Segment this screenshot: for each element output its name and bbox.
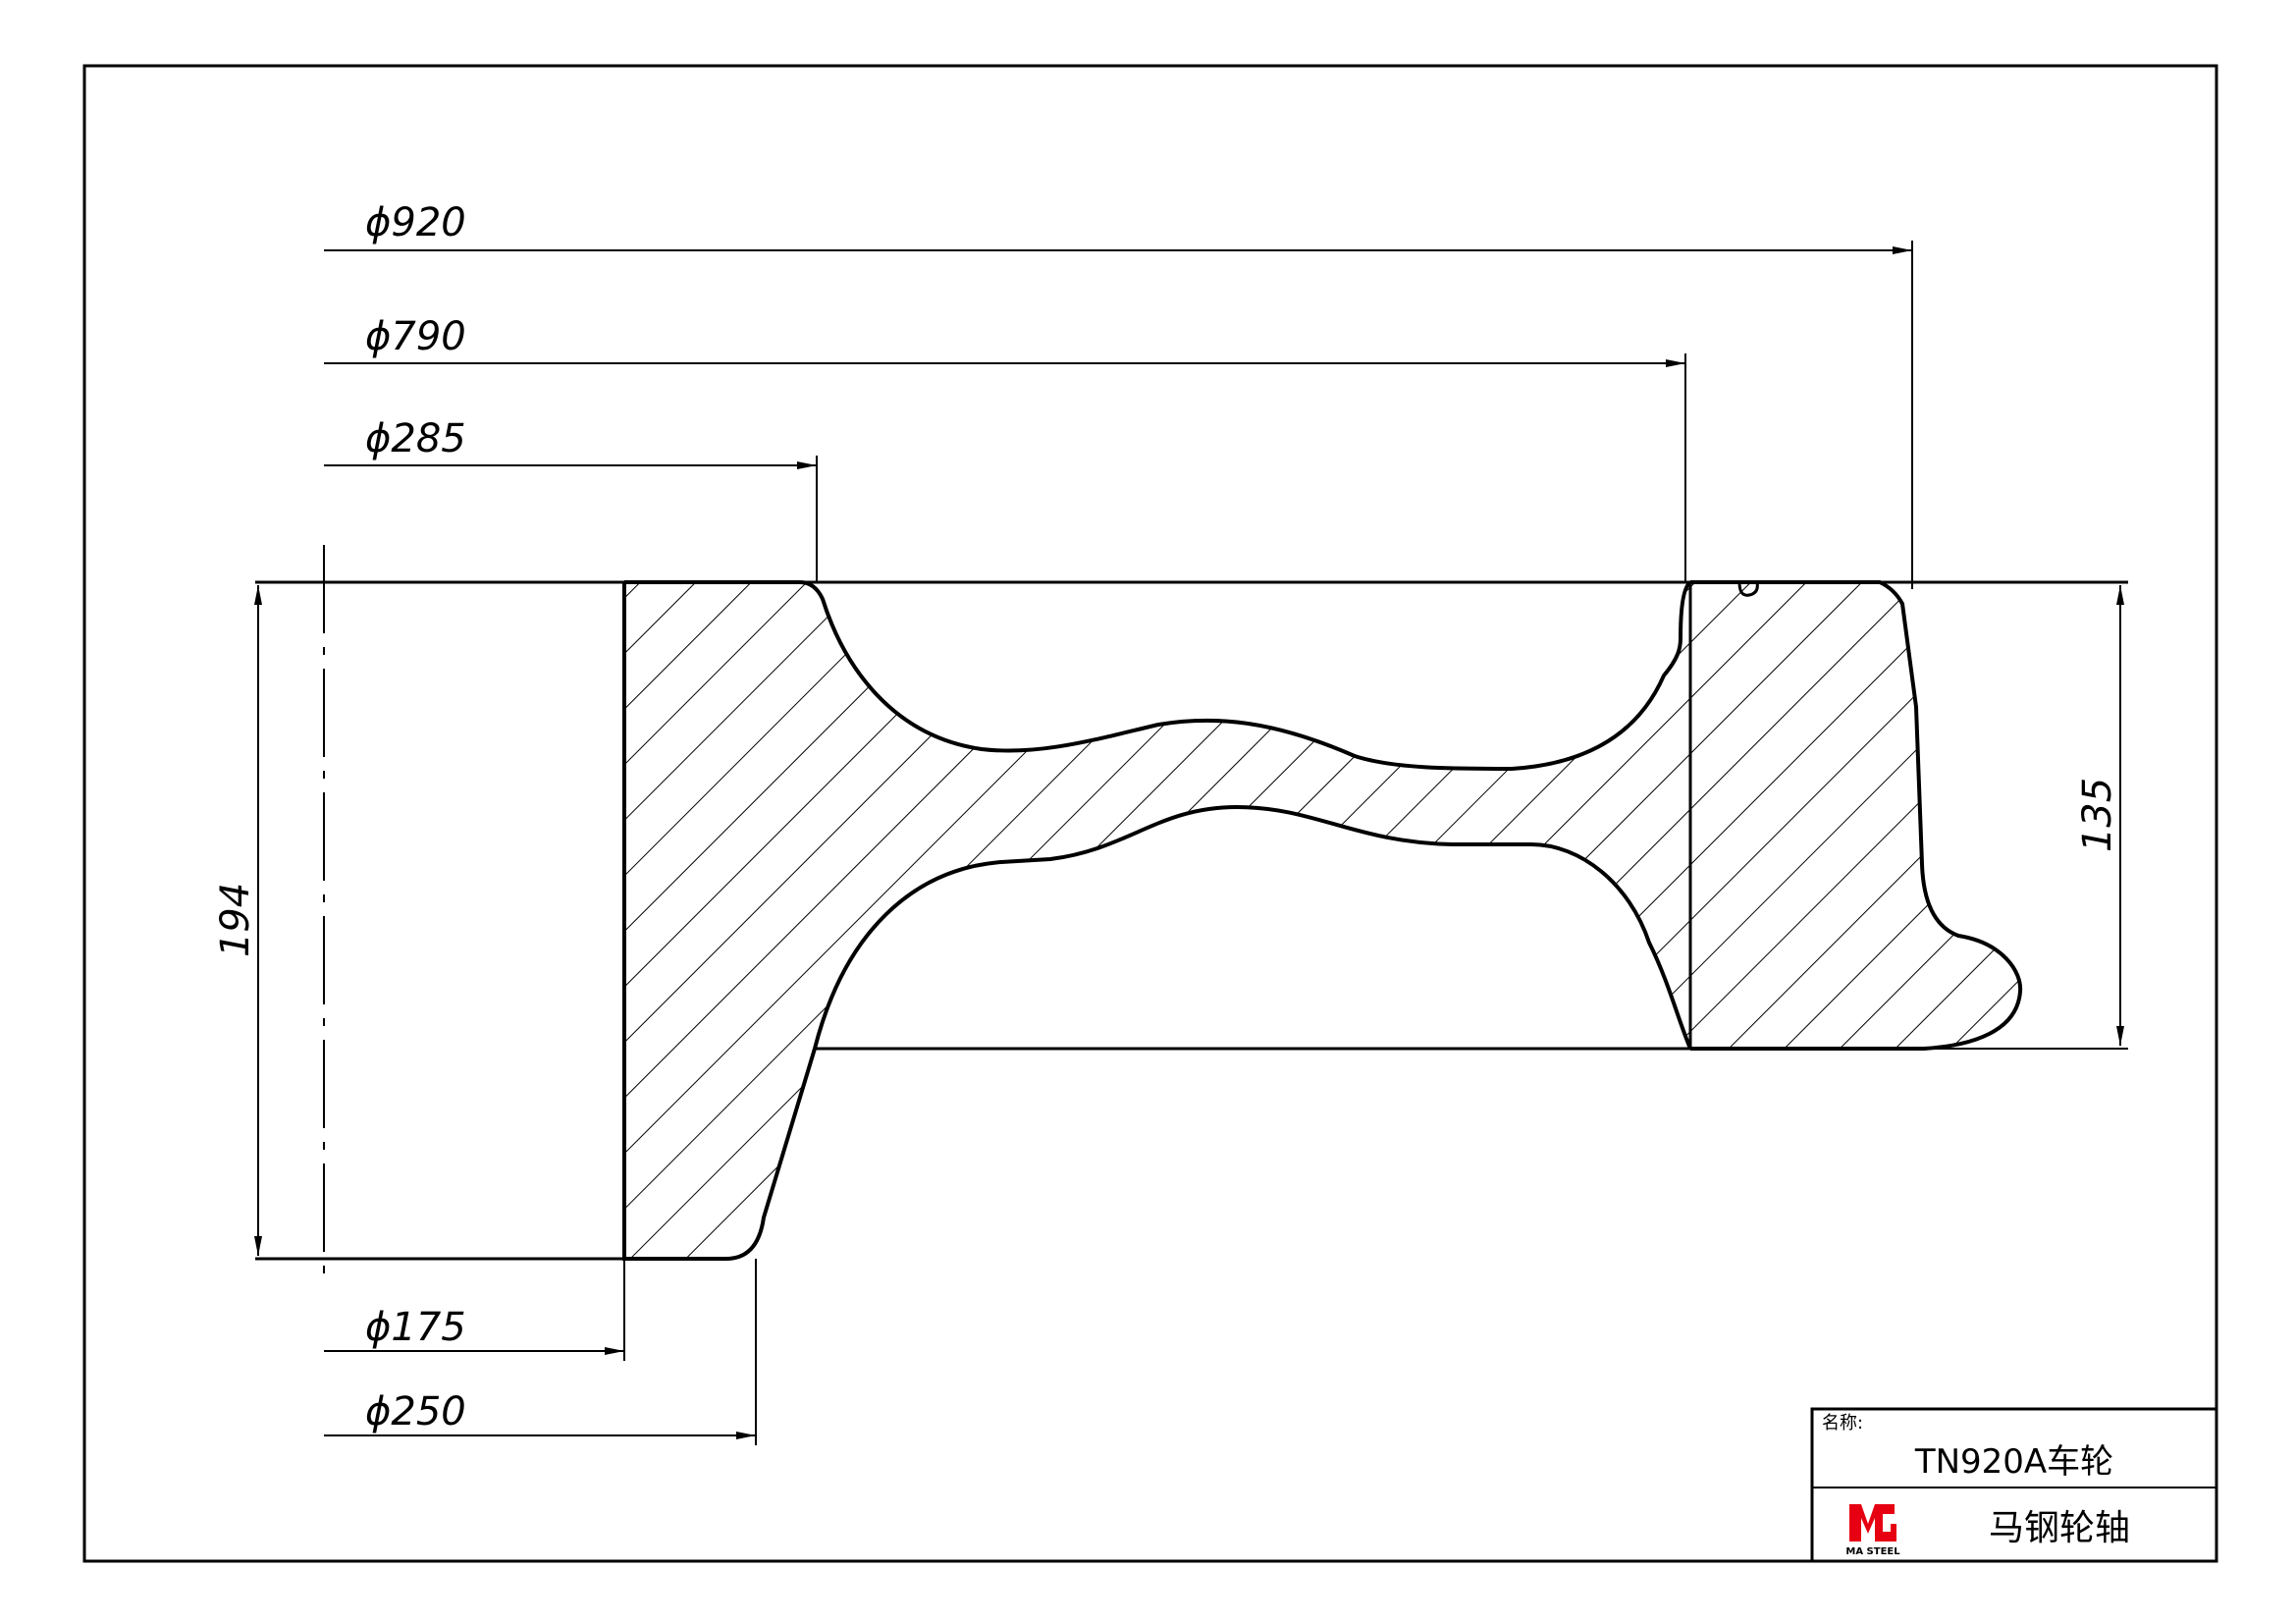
- dim-175-label: ϕ175: [365, 1305, 466, 1350]
- part-name: TN920A车轮: [1914, 1442, 2113, 1482]
- dim-135: 135: [2075, 585, 2124, 1046]
- dim-250: ϕ250: [324, 1259, 757, 1445]
- dim-175: ϕ175: [324, 1259, 625, 1361]
- dim-135-label: 135: [2075, 778, 2120, 852]
- dim-920: ϕ920: [324, 200, 1913, 589]
- company-name: 马钢轮轴: [1989, 1508, 2130, 1548]
- hub-outline: [624, 580, 1692, 772]
- rim-section: [1690, 582, 2021, 1049]
- rim-outline: [1690, 580, 2023, 1051]
- dim-194: 194: [213, 585, 262, 1256]
- hub-inner-outline: [622, 582, 1692, 1261]
- dim-790-label: ϕ790: [365, 314, 466, 359]
- logo-text: MA STEEL: [1845, 1546, 1900, 1557]
- dim-920-label: ϕ920: [365, 200, 466, 245]
- dim-250-label: ϕ250: [365, 1389, 466, 1434]
- drawing-frame: [82, 64, 2218, 1563]
- title-block: 名称: TN920A车轮 MA STEEL 马钢轮轴: [1810, 1407, 2218, 1563]
- dim-285: ϕ285: [324, 416, 818, 582]
- hub-section: [624, 582, 1690, 1259]
- masteel-logo: MA STEEL: [1845, 1504, 1900, 1557]
- dim-285-label: ϕ285: [365, 416, 466, 461]
- name-label: 名称:: [1822, 1413, 1863, 1434]
- dim-194-label: 194: [213, 883, 258, 957]
- rim-groove: [1737, 581, 1759, 597]
- dim-790: ϕ790: [324, 314, 1686, 582]
